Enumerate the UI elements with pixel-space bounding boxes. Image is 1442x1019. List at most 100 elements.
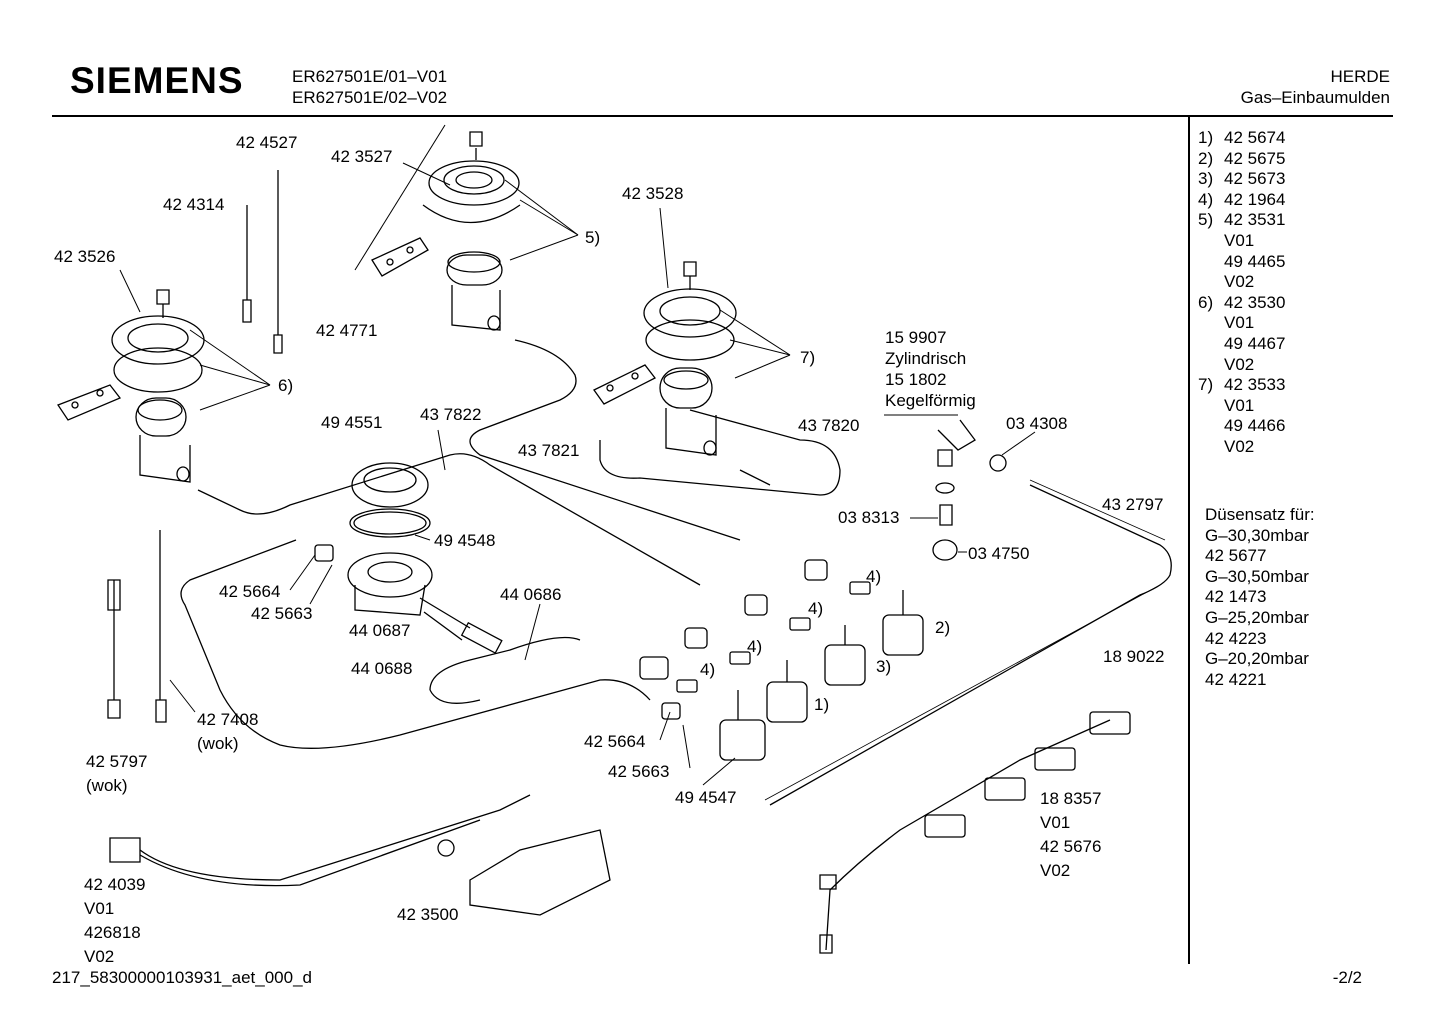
burner-right — [594, 262, 736, 455]
label-159907: 15 9907 — [885, 328, 947, 347]
legend-row: 5)42 3531 — [1198, 210, 1286, 230]
nozzle-set-item: 42 1473 — [1205, 587, 1267, 607]
legend-row: 49 4467 — [1224, 333, 1286, 353]
label-424039: 42 4039 — [84, 875, 146, 894]
legend-row: 4)42 1964 — [1198, 189, 1286, 209]
label-425664-a: 42 5664 — [219, 582, 281, 601]
label-4-b: 4) — [808, 599, 824, 618]
label-034750: 03 4750 — [968, 544, 1030, 563]
legend-row: V02 — [1224, 354, 1255, 374]
leader-lines — [120, 125, 1035, 785]
label-189022: 18 9022 — [1103, 647, 1165, 666]
label-4-c: 4) — [747, 637, 763, 656]
label-424527: 42 4527 — [236, 133, 298, 152]
ignition-module — [110, 795, 610, 915]
burner-top-middle — [372, 132, 520, 330]
label-425676: 42 5676 — [1040, 837, 1102, 856]
label-424314: 42 4314 — [163, 195, 225, 214]
legend-divider — [1188, 117, 1190, 964]
nozzle-set-item: G–25,20mbar — [1205, 607, 1309, 627]
label-437822: 43 7822 — [420, 405, 482, 424]
label-423528: 42 3528 — [622, 184, 684, 203]
nozzle-set-item: G–30,50mbar — [1205, 566, 1309, 586]
label-v01-b: V01 — [84, 899, 115, 918]
label-v02-b: V02 — [84, 947, 115, 966]
thermocouples — [108, 170, 282, 722]
label-3: 3) — [876, 657, 892, 676]
label-5: 5) — [585, 228, 601, 247]
nozzle-set-item: 42 4221 — [1205, 669, 1267, 689]
label-wok-2: (wok) — [86, 776, 128, 795]
nozzle-set-title: Düsensatz für: — [1205, 505, 1315, 524]
label-423526: 42 3526 — [54, 247, 116, 266]
label-437820: 43 7820 — [798, 416, 860, 435]
legend-row: V02 — [1224, 272, 1255, 292]
nozzle-set-item: G–30,30mbar — [1205, 525, 1309, 545]
nozzle-fittings — [315, 545, 870, 719]
gas-valves — [720, 590, 923, 760]
legend-row: 7)42 3533 — [1198, 375, 1286, 395]
legend-row: 49 4466 — [1224, 416, 1286, 436]
small-parts — [933, 420, 1006, 560]
burner-left — [58, 290, 204, 482]
label-440687: 44 0687 — [349, 621, 411, 640]
wok-burner — [348, 463, 502, 653]
legend-row: V01 — [1224, 395, 1255, 415]
label-432797: 43 2797 — [1102, 495, 1164, 514]
label-425663-a: 42 5663 — [251, 604, 313, 623]
label-425797: 42 5797 — [86, 752, 148, 771]
label-151802: 15 1802 — [885, 370, 947, 389]
label-494547: 49 4547 — [675, 788, 737, 807]
category-title: HERDE — [1330, 67, 1390, 86]
brand-logo: SIEMENS — [70, 60, 244, 101]
legend-row: V01 — [1224, 230, 1255, 250]
label-440688: 44 0688 — [351, 659, 413, 678]
label-188357: 18 8357 — [1040, 789, 1102, 808]
label-426818: 426818 — [84, 923, 141, 942]
ignition-wiring — [820, 712, 1130, 953]
nozzle-set-item: G–20,20mbar — [1205, 649, 1309, 669]
label-4-d: 4) — [700, 660, 716, 679]
label-494548: 49 4548 — [434, 531, 496, 550]
label-kegelformig: Kegelförmig — [885, 391, 976, 410]
label-2: 2) — [935, 618, 951, 637]
label-034308: 03 4308 — [1006, 414, 1068, 433]
label-v02-a: V02 — [1040, 861, 1071, 880]
label-440686: 44 0686 — [500, 585, 562, 604]
legend-row: 1)42 5674 — [1198, 128, 1286, 147]
nozzle-set-item: 42 5677 — [1205, 546, 1267, 566]
nozzle-set-item: 42 4223 — [1205, 628, 1267, 648]
label-425663-b: 42 5663 — [608, 762, 670, 781]
label-424771: 42 4771 — [316, 321, 378, 340]
page-number: -2/2 — [1332, 968, 1362, 987]
header-divider — [52, 115, 1393, 117]
label-v01-a: V01 — [1040, 813, 1071, 832]
label-425664-b: 42 5664 — [584, 732, 646, 751]
label-7: 7) — [800, 348, 816, 367]
category-subtitle: Gas–Einbaumulden — [1240, 88, 1390, 107]
model-number-2: ER627501E/02–V02 — [292, 88, 448, 107]
legend-row: V01 — [1224, 313, 1255, 333]
label-423500: 42 3500 — [397, 905, 459, 924]
legend-row: 3)42 5673 — [1198, 169, 1286, 189]
label-494551: 49 4551 — [321, 413, 383, 432]
legend-row: 2)42 5675 — [1198, 148, 1286, 168]
label-1: 1) — [814, 695, 830, 714]
label-427408: 42 7408 — [197, 710, 259, 729]
legend-row: 49 4465 — [1224, 251, 1286, 271]
label-wok-1: (wok) — [197, 734, 239, 753]
label-6: 6) — [278, 376, 294, 395]
label-437821: 43 7821 — [518, 441, 580, 460]
label-038313: 03 8313 — [838, 508, 900, 527]
nozzle-set-list: Düsensatz für: G–30,30mbar 42 5677 G–30,… — [1205, 505, 1315, 690]
label-4-a: 4) — [866, 567, 882, 586]
gas-pipes — [181, 340, 1171, 805]
legend-row: V02 — [1224, 436, 1255, 456]
label-zylindrisch: Zylindrisch — [885, 349, 967, 368]
legend-row: 6)42 3530 — [1198, 292, 1286, 312]
parts-legend: 1)42 5674 2)42 5675 3)42 5673 4)42 1964 … — [1198, 128, 1285, 458]
label-423527: 42 3527 — [331, 147, 393, 166]
document-id: 217_58300000103931_aet_000_d — [52, 968, 312, 987]
model-number-1: ER627501E/01–V01 — [292, 67, 448, 86]
